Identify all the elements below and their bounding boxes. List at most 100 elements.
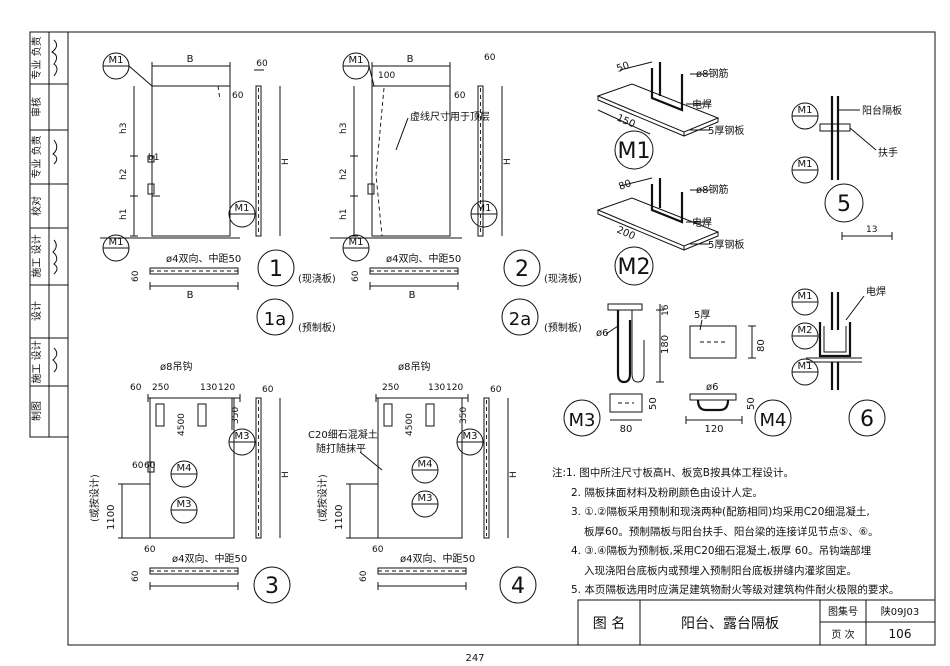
marker-m1-5a-label: M1 [798,105,813,116]
dim-h3-1: h3 [119,123,129,134]
m2-plate-label: 5厚钢板 [708,238,744,251]
m1-title: M1 [618,139,651,164]
dim-h3-2: h3 [339,123,349,134]
dim-60-3d: 60 [144,461,156,471]
by-design-4: (或按设计) [316,474,329,522]
m3-hook-drawing [605,303,664,421]
node-6-drawing [806,292,865,390]
dim-50-m4: 50 [746,397,757,410]
dim-60-3e: 60 [144,545,156,555]
m3-d6-label: ø6 [596,328,608,339]
dim-60-3: 60 [130,383,142,393]
dim-130-3: 130 [200,383,217,393]
page-label: 页 次 [831,628,854,641]
detail-1-circle [257,249,295,287]
stamp-7: 施工 设计 [30,340,43,383]
dim-60-3b: 60 [262,385,274,395]
drawing-title: 阳台、露台隔板 [681,616,779,632]
notes-block: 注:1. 图中所注尺寸板高H、板宽B按具体工程设计。 2. 隔板抹面材料及粉刷颜… [552,464,927,601]
stamp-8: 制图 [30,401,43,421]
rebar-label-1: ø4双向、中距50 [166,252,241,265]
node-5-circle [824,183,864,223]
dim-1100-3: 1100 [106,505,117,530]
detail-4-label: 4 [511,574,525,599]
by-design-3: (或按设计) [88,474,101,522]
dim-60-4b: 60 [372,545,384,555]
note-5: 5. 本页隔板选用时应满足建筑物耐火等级对建筑构件耐火极限的要求。 [571,584,900,596]
m2-title: M2 [618,255,651,280]
dim-350-4: 350 [459,407,469,424]
stamp-6: 设计 [30,301,43,321]
detail-1a-type: (预制板) [298,321,336,334]
page-value: 106 [889,627,912,641]
dim-60-1c: 60 [131,270,141,282]
m4-d6-label: ø6 [706,382,718,393]
detail-1a-circle [256,298,294,336]
note-1: 注:1. 图中所注尺寸板高H、板宽B按具体工程设计。 [552,467,794,479]
marker-m1-2a-label: M1 [349,55,364,66]
marker-m1-1b-label: M1 [235,203,250,214]
stamp-2: 审核 [30,97,43,117]
hook-label-4: ø8吊钩 [398,361,430,373]
node6-weld-label: 电焊 [866,285,886,298]
m2-weld-label: 电焊 [692,216,712,229]
detail-1-label: 1 [269,257,283,282]
detail-2a-circle [501,298,539,336]
marker-m1-6b [791,358,819,386]
m2-anchor-drawing [596,177,720,251]
detail-2-label: 2 [515,257,529,282]
dashed-note: 虚线尺寸用于顶层 [410,110,490,123]
marker-m3-3b [170,496,198,524]
dim-60-1b: 60 [232,91,244,101]
marker-m3-4a [456,428,484,456]
dim-60-3c: 60 [132,461,144,471]
dim-50-m3: 50 [648,397,659,410]
dim-4500-3: 4500 [177,413,187,436]
dim-4500-4: 4500 [405,413,415,436]
m3-title: M3 [569,410,596,431]
stamp-3: 专业 负责 [30,135,43,178]
dim-350-3: 350 [231,407,241,424]
m1-rebar-label: ø8钢筋 [696,67,728,80]
note-4a: 4. ③.④隔板为预制板,采用C20细石混凝土,板厚 60。吊钩端部埋 [571,545,872,557]
dim-1100-4: 1100 [334,505,345,530]
note-3b: 板厚60。预制隔板与阳台扶手、阳台梁的连接详见节点⑤、⑥。 [584,525,879,538]
detail-1-type: (现浇板) [298,272,336,285]
detail-1-drawing [100,62,281,290]
dim-80-m2: 80 [617,178,633,193]
dim-80-m4: 80 [756,339,767,352]
stamp-5: 施工 设计 [30,234,43,277]
marker-m3-3a-label: M3 [235,431,250,442]
dim-b-1: B [187,54,194,65]
marker-m1-5a [791,102,819,130]
marker-m3-4b [411,490,439,518]
node5-handrail-label: 扶手 [878,146,898,159]
marker-m3-4b-label: M3 [418,493,433,504]
marker-m1-1a-label: M1 [109,55,124,66]
dim-h1-2: h1 [339,209,349,220]
dim-16-m3: 16 [661,304,671,316]
m2-rebar-label: ø8钢筋 [696,183,728,196]
dim-60-2: 60 [484,53,496,63]
marker-m1-2c-label: M1 [349,237,364,248]
dim-120-4: 120 [446,383,463,393]
c20-note-2: 随打随抹平 [316,442,366,455]
detail-4-drawing [346,394,509,590]
m1-title-circle [614,130,654,170]
rebar-label-4: ø4双向、中距50 [400,552,475,565]
node-5-label: 5 [837,192,851,217]
dim-60-3f: 60 [131,570,141,582]
marker-m1-5b [791,156,819,184]
marker-m1-2b-label: M1 [477,203,492,214]
detail-4-circle [499,566,537,604]
marker-m1-2c [342,234,370,262]
marker-m1-2b [470,200,498,228]
detail-2a-type: (预制板) [544,321,582,334]
detail-2-circle [503,249,541,287]
marker-m4-3-label: M4 [177,463,192,474]
dim-b-1b: B [187,290,194,301]
dim-200-m2: 200 [615,225,637,243]
signature-marks [51,39,58,373]
m1-anchor-drawing [596,61,720,137]
marker-m1-6a [791,288,819,316]
